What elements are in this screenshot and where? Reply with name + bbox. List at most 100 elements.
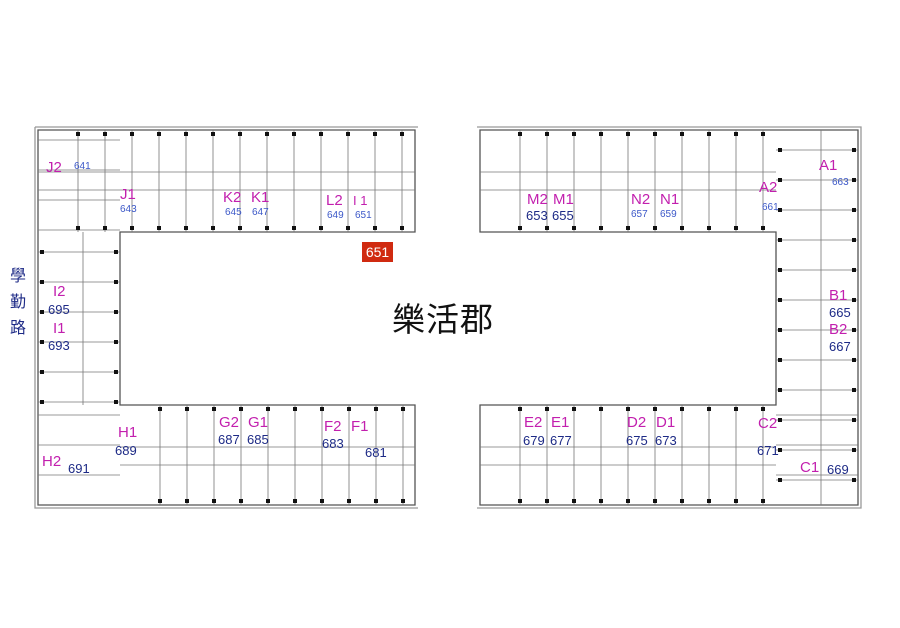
column <box>852 208 856 212</box>
unit-code: I2 <box>53 283 66 300</box>
column <box>778 148 782 152</box>
column <box>211 132 215 136</box>
column <box>545 226 549 230</box>
column <box>40 310 44 314</box>
unit-number: 693 <box>48 338 70 353</box>
column <box>707 499 711 503</box>
column <box>114 280 118 284</box>
column <box>103 132 107 136</box>
column <box>599 132 603 136</box>
column <box>76 226 80 230</box>
column <box>761 499 765 503</box>
unit-code: E1 <box>551 414 570 431</box>
column <box>852 328 856 332</box>
column <box>320 499 324 503</box>
unit-number: 677 <box>550 433 572 448</box>
column <box>852 268 856 272</box>
column <box>778 238 782 242</box>
column <box>266 499 270 503</box>
unit-code: F2 <box>324 418 342 435</box>
unit-code: C2 <box>758 415 778 432</box>
unit-code: L2 <box>326 192 343 209</box>
unit-number: 651 <box>355 210 372 221</box>
column <box>40 250 44 254</box>
column <box>184 132 188 136</box>
left-building-wall <box>37 129 416 506</box>
column <box>401 407 405 411</box>
unit-code: D1 <box>656 414 676 431</box>
unit-code: H2 <box>42 453 62 470</box>
column <box>114 340 118 344</box>
unit-number: 643 <box>120 204 137 215</box>
column <box>778 208 782 212</box>
column <box>212 499 216 503</box>
unit-number: 673 <box>655 433 677 448</box>
column <box>158 407 162 411</box>
column <box>599 499 603 503</box>
column <box>293 499 297 503</box>
column <box>734 499 738 503</box>
column <box>626 226 630 230</box>
column <box>400 226 404 230</box>
column <box>293 407 297 411</box>
community-title: 樂活郡 <box>392 300 494 339</box>
column <box>319 226 323 230</box>
unit-number: 669 <box>827 462 849 477</box>
unit-code: B1 <box>829 287 848 304</box>
unit-number: 675 <box>626 433 648 448</box>
column <box>239 407 243 411</box>
column <box>374 499 378 503</box>
unit-number: 641 <box>74 161 91 172</box>
column <box>778 358 782 362</box>
column <box>211 226 215 230</box>
column <box>114 250 118 254</box>
column <box>76 132 80 136</box>
unit-number: 681 <box>365 445 387 460</box>
column <box>130 226 134 230</box>
column <box>852 418 856 422</box>
column <box>292 226 296 230</box>
column <box>40 400 44 404</box>
column <box>265 132 269 136</box>
unit-code: D2 <box>627 414 647 431</box>
unit-number: 653 <box>526 208 548 223</box>
unit-number: 685 <box>247 432 269 447</box>
column <box>599 226 603 230</box>
unit-code: A2 <box>759 179 778 196</box>
column <box>114 370 118 374</box>
unit-number: 679 <box>523 433 545 448</box>
column <box>680 226 684 230</box>
unit-code: A1 <box>819 157 838 174</box>
unit-number: 695 <box>48 302 70 317</box>
column <box>266 407 270 411</box>
unit-number: 671 <box>757 443 779 458</box>
column <box>680 499 684 503</box>
column <box>265 226 269 230</box>
unit-code: J1 <box>120 186 136 203</box>
column <box>653 407 657 411</box>
column <box>184 226 188 230</box>
unit-code: G2 <box>219 414 240 431</box>
column <box>40 370 44 374</box>
unit-number: 659 <box>660 209 677 220</box>
column <box>114 310 118 314</box>
column <box>518 499 522 503</box>
column <box>157 226 161 230</box>
unit-number: 645 <box>225 207 242 218</box>
unit-number: 665 <box>829 305 851 320</box>
column <box>761 132 765 136</box>
column <box>734 226 738 230</box>
column <box>374 407 378 411</box>
column <box>239 499 243 503</box>
column <box>778 478 782 482</box>
unit-number: 663 <box>832 177 849 188</box>
column <box>778 178 782 182</box>
column <box>238 132 242 136</box>
column <box>518 407 522 411</box>
column <box>626 407 630 411</box>
column <box>572 132 576 136</box>
column <box>158 499 162 503</box>
column <box>778 328 782 332</box>
column <box>373 226 377 230</box>
